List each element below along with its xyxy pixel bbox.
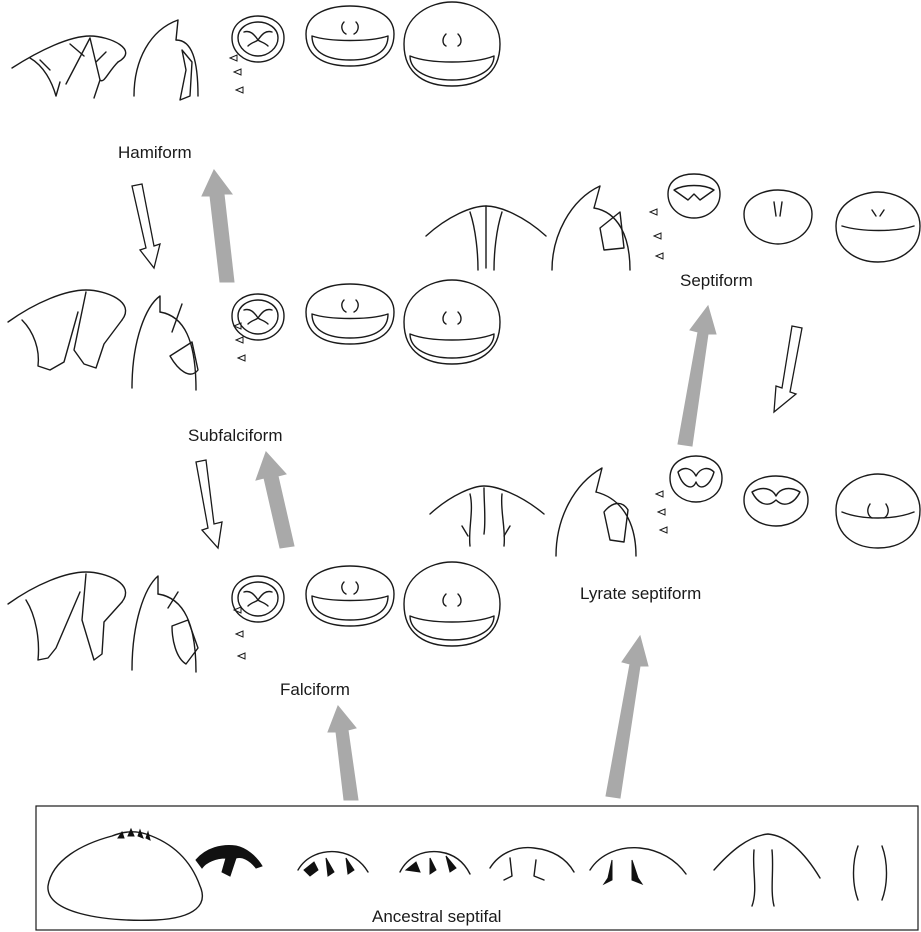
ancestral-section-3	[400, 852, 470, 874]
arrow-ancestral-to-falciform	[328, 706, 358, 800]
lyrate-septiform-lateral-view	[556, 468, 636, 556]
subfalciform-figure	[8, 280, 500, 390]
ancestral-section-5	[590, 848, 686, 884]
arrow-lyrate-to-septiform	[678, 306, 716, 446]
ancestral-septifal-panel: Ancestral septifal	[36, 806, 918, 930]
arrow-subfalciform-to-hamiform	[202, 170, 234, 282]
hamiform-ventral-view	[12, 36, 126, 98]
ancestral-section-2	[298, 852, 368, 876]
label-falciform: Falciform	[280, 680, 350, 699]
septiform-ventral-view	[426, 206, 546, 270]
lyrate-septiform-apertural-markers	[656, 491, 667, 533]
ancestral-section-1	[196, 846, 262, 876]
label-lyrate-septiform: Lyrate septiform	[580, 584, 701, 603]
arrow-septiform-to-lyrate	[774, 326, 802, 412]
septiform-figure	[426, 174, 920, 270]
ancestral-lateral-view	[714, 834, 820, 906]
falciform-ventral-view	[8, 572, 126, 660]
lyrate-septiform-ventral-view	[430, 486, 544, 546]
septiform-apertural-markers	[650, 209, 663, 259]
label-septiform: Septiform	[680, 271, 753, 290]
ancestral-outline-view	[48, 829, 202, 920]
label-ancestral-septifal: Ancestral septifal	[372, 907, 501, 926]
hamiform-figure	[12, 2, 500, 100]
hamiform-lateral-view	[134, 20, 198, 100]
hamiform-apertural-markers	[230, 55, 243, 93]
falciform-figure	[8, 562, 500, 672]
label-hamiform: Hamiform	[118, 143, 192, 162]
septiform-sections	[668, 174, 920, 262]
falciform-lateral-view	[132, 576, 198, 672]
ancestral-septal-pair	[854, 846, 887, 900]
ancestral-section-4	[490, 848, 574, 880]
hamiform-sections	[232, 2, 500, 86]
arrow-falciform-to-subfalciform	[256, 452, 294, 548]
label-subfalciform: Subfalciform	[188, 426, 282, 445]
subfalciform-lateral-view	[132, 296, 198, 390]
arrow-subfalciform-to-falciform	[196, 460, 222, 548]
arrow-ancestral-to-lyrate-septiform	[606, 636, 648, 798]
lyrate-septiform-sections	[670, 456, 920, 548]
subfalciform-sections	[232, 280, 500, 364]
lyrate-septiform-figure	[430, 456, 920, 556]
septiform-lateral-view	[552, 186, 630, 270]
falciform-sections	[232, 562, 500, 646]
subfalciform-ventral-view	[8, 290, 126, 370]
arrow-hamiform-to-subfalciform	[132, 184, 160, 268]
